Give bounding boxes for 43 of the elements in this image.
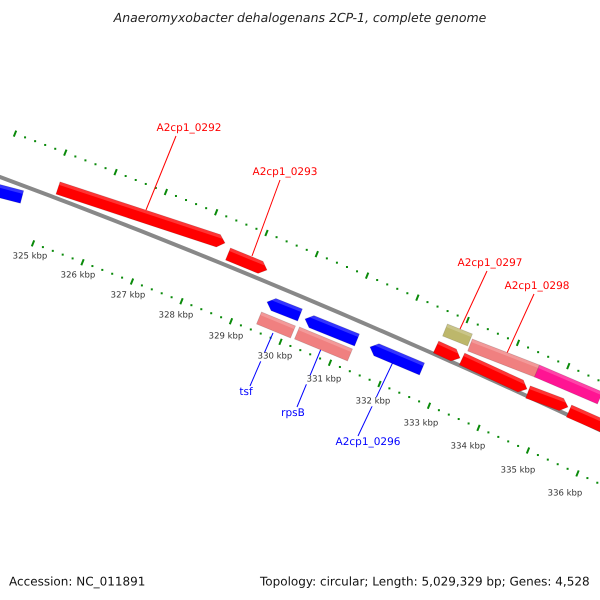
- gene-feature: [266, 298, 303, 322]
- gene-label: A2cp1_0297: [458, 258, 522, 270]
- gene-feature: [0, 181, 24, 204]
- gene-label: A2cp1_0293: [252, 167, 318, 179]
- gene-feature: [458, 352, 528, 392]
- gene-feature: [304, 315, 360, 347]
- gene-label: A2cp1_0292: [156, 123, 222, 135]
- gene-label: A2cp1_0296: [336, 437, 400, 449]
- scale-label: 326 kbp: [60, 271, 96, 281]
- scale-label: 328 kbp: [158, 311, 194, 321]
- leader-line: [250, 332, 274, 386]
- gene-bar: [467, 338, 540, 378]
- scale-label: 333 kbp: [402, 419, 440, 429]
- scale-label: 335 kbp: [500, 466, 536, 476]
- scale-label: 331 kbp: [306, 375, 342, 385]
- gene-feature: [369, 343, 426, 376]
- scale-label: 330 kbp: [256, 352, 294, 362]
- footer-text: Topology: circular; Length: 5,029,329 bp; Genes: 4,528: [260, 575, 590, 589]
- gene-feature: [225, 247, 268, 274]
- gene-feature: [525, 385, 569, 412]
- footer-text: Accession: NC_011891: [9, 575, 146, 589]
- scale-label: 329 kbp: [208, 332, 244, 342]
- gene-bar: [294, 326, 354, 362]
- leader-line: [460, 270, 488, 330]
- scale-label: 334 kbp: [450, 442, 486, 452]
- scale-label: 327 kbp: [110, 291, 146, 301]
- gene-feature: [55, 181, 226, 248]
- gene-label: tsf: [239, 387, 253, 399]
- gene-bar: [256, 311, 296, 339]
- gene-feature: [566, 404, 600, 434]
- gene-label: rpsB: [281, 408, 305, 420]
- scale-label: 332 kbp: [354, 397, 392, 407]
- gene-bar: [442, 323, 473, 347]
- gene-label: A2cp1_0298: [504, 281, 570, 293]
- title: Anaeromyxobacter dehalogenans 2CP-1, complete genome: [114, 11, 486, 25]
- scale-label: 325 kbp: [12, 252, 48, 262]
- leader-line: [506, 294, 534, 354]
- leader-line: [358, 362, 394, 436]
- gene-bar: [534, 364, 600, 404]
- gene-feature: [432, 340, 461, 362]
- scale-label: 336 kbp: [546, 489, 584, 499]
- leader-line: [146, 136, 176, 210]
- leader-line: [252, 180, 280, 256]
